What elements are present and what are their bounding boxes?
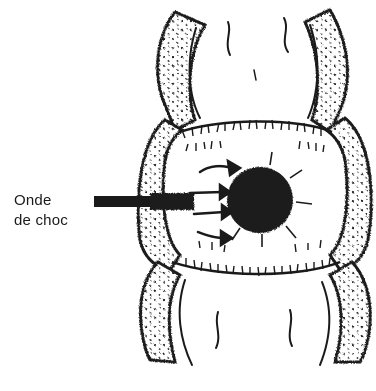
shock-wave-label-line-1: Onde [14, 193, 52, 208]
upper-constriction [180, 120, 332, 152]
lower-lumen [180, 280, 330, 365]
stone-icon [190, 152, 312, 247]
shock-wave-label-line-2: de choc [14, 213, 68, 228]
lower-constriction [172, 240, 340, 276]
upper-lumen [190, 18, 318, 118]
